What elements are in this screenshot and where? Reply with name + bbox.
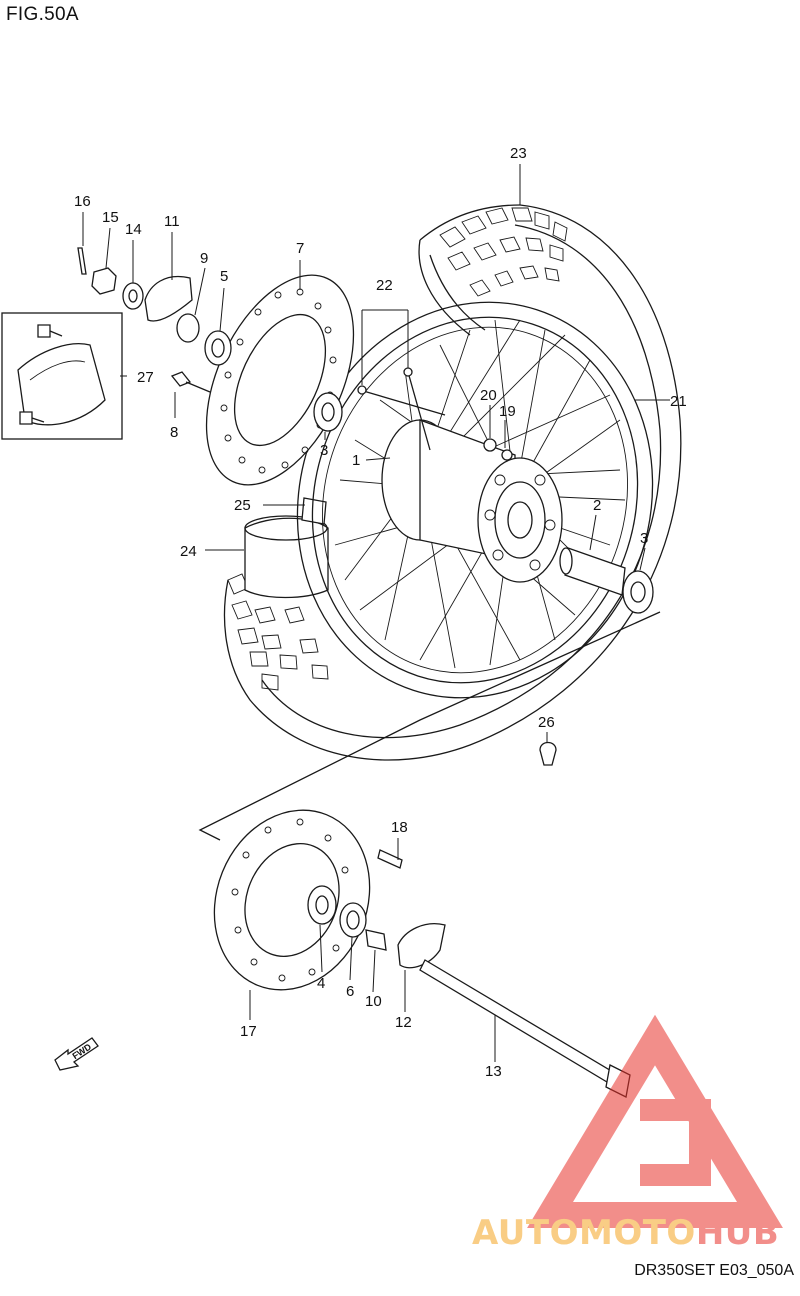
axle-left-parts-drawing xyxy=(77,247,343,432)
tire-drawing xyxy=(223,204,682,761)
callout-1: 1 xyxy=(352,452,360,469)
callout-24: 24 xyxy=(180,543,197,560)
watermark-auto: AUTO xyxy=(472,1213,579,1253)
callout-10: 10 xyxy=(365,993,382,1010)
callout-21: 21 xyxy=(670,393,687,410)
callout-leaders xyxy=(82,164,670,1062)
callout-25: 25 xyxy=(234,497,251,514)
callout-17: 17 xyxy=(240,1023,257,1040)
callout-4: 4 xyxy=(317,975,325,992)
axle-right-parts-drawing xyxy=(357,367,654,766)
callout-18: 18 xyxy=(391,819,408,836)
callout-26: 26 xyxy=(538,714,555,731)
callout-15: 15 xyxy=(102,209,119,226)
brake-disc-drawing xyxy=(205,274,355,486)
svg-text:AUTOMOTOHUB: AUTOMOTOHUB xyxy=(472,1213,779,1253)
callout-5: 5 xyxy=(220,268,228,285)
callout-22: 22 xyxy=(376,277,393,294)
callout-19: 19 xyxy=(499,403,516,420)
callout-12: 12 xyxy=(395,1014,412,1031)
callout-3-left: 3 xyxy=(320,442,328,459)
chain-guard-drawing xyxy=(1,312,123,440)
callout-11: 11 xyxy=(164,213,180,230)
callout-3-right: 3 xyxy=(640,530,648,547)
callout-23: 23 xyxy=(510,145,527,162)
callout-6: 6 xyxy=(346,983,354,1000)
callout-labels: 1 2 3 3 4 5 6 7 8 9 10 11 12 13 14 15 16… xyxy=(74,145,687,1080)
callout-8: 8 xyxy=(170,424,178,441)
wheel-rim-drawing xyxy=(296,301,654,699)
figure-title: FIG.50A xyxy=(6,4,79,25)
diagram-code: DR350SET E03_050A xyxy=(634,1262,794,1279)
callout-16: 16 xyxy=(74,193,91,210)
callout-9: 9 xyxy=(200,250,208,267)
callout-27: 27 xyxy=(137,369,154,386)
automotohub-watermark: AUTOMOTOHUB xyxy=(472,1014,783,1253)
callout-14: 14 xyxy=(125,221,142,238)
callout-20: 20 xyxy=(480,387,497,404)
watermark-hub: HUB xyxy=(696,1213,779,1253)
callout-13: 13 xyxy=(485,1063,502,1080)
callout-2: 2 xyxy=(593,497,601,514)
callout-7: 7 xyxy=(296,240,304,257)
watermark-moto: MOTO xyxy=(579,1213,696,1253)
forward-arrow-icon: FWD xyxy=(54,1037,99,1071)
sprocket-drawing xyxy=(213,809,631,1098)
